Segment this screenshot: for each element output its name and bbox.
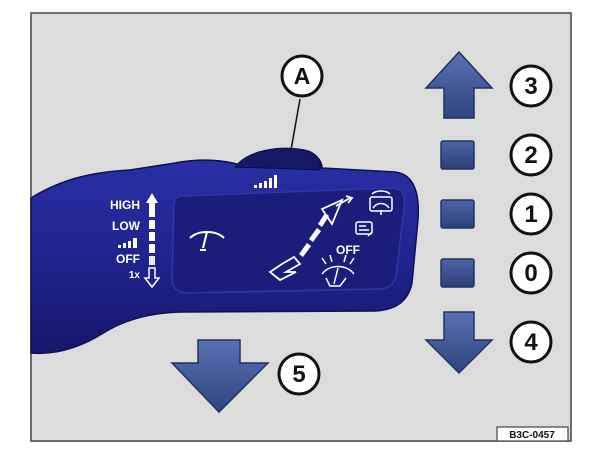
wiper-icon <box>189 231 225 251</box>
position-square-2 <box>440 140 475 170</box>
figure-code-box: B3C-0457 <box>496 426 569 442</box>
callout-a: A <box>280 54 324 98</box>
svg-text:5: 5 <box>292 361 305 388</box>
dual-wiper-spray-icon <box>321 254 355 287</box>
callout-leader-a <box>290 98 301 151</box>
label-onetouch: 1x <box>129 270 141 281</box>
position-square-0 <box>440 258 475 288</box>
label-off-right: OFF <box>336 243 360 257</box>
figure-code: B3C-0457 <box>509 430 555 441</box>
svg-text:3: 3 <box>524 73 537 100</box>
callout-1: 1 <box>509 192 553 236</box>
intermittent-bars-icon <box>118 238 137 248</box>
callout-4: 4 <box>509 320 553 364</box>
position-square-1 <box>440 199 475 229</box>
svg-text:0: 0 <box>524 260 537 287</box>
callout-3: 3 <box>509 64 553 108</box>
callout-0: 0 <box>509 251 553 295</box>
callout-2: 2 <box>509 133 553 177</box>
position-track-left <box>143 193 161 289</box>
label-high: HIGH <box>110 198 140 212</box>
label-low: LOW <box>112 219 141 233</box>
rear-window-wiper-icon <box>369 190 393 215</box>
label-off: OFF <box>116 252 140 266</box>
arrow-down <box>424 311 494 375</box>
arrow-up <box>424 50 494 119</box>
lever-face <box>171 187 406 294</box>
rotary-knob <box>234 147 321 171</box>
svg-text:4: 4 <box>524 329 538 356</box>
svg-text:1: 1 <box>524 201 537 228</box>
arrow-down-large <box>170 339 270 414</box>
svg-text:2: 2 <box>524 142 537 169</box>
svg-text:A: A <box>294 63 311 89</box>
signal-bars-icon <box>254 175 277 188</box>
intermittent-wiper-icon <box>355 221 373 237</box>
rear-spray-arrow <box>335 195 354 207</box>
callout-5: 5 <box>277 352 321 396</box>
